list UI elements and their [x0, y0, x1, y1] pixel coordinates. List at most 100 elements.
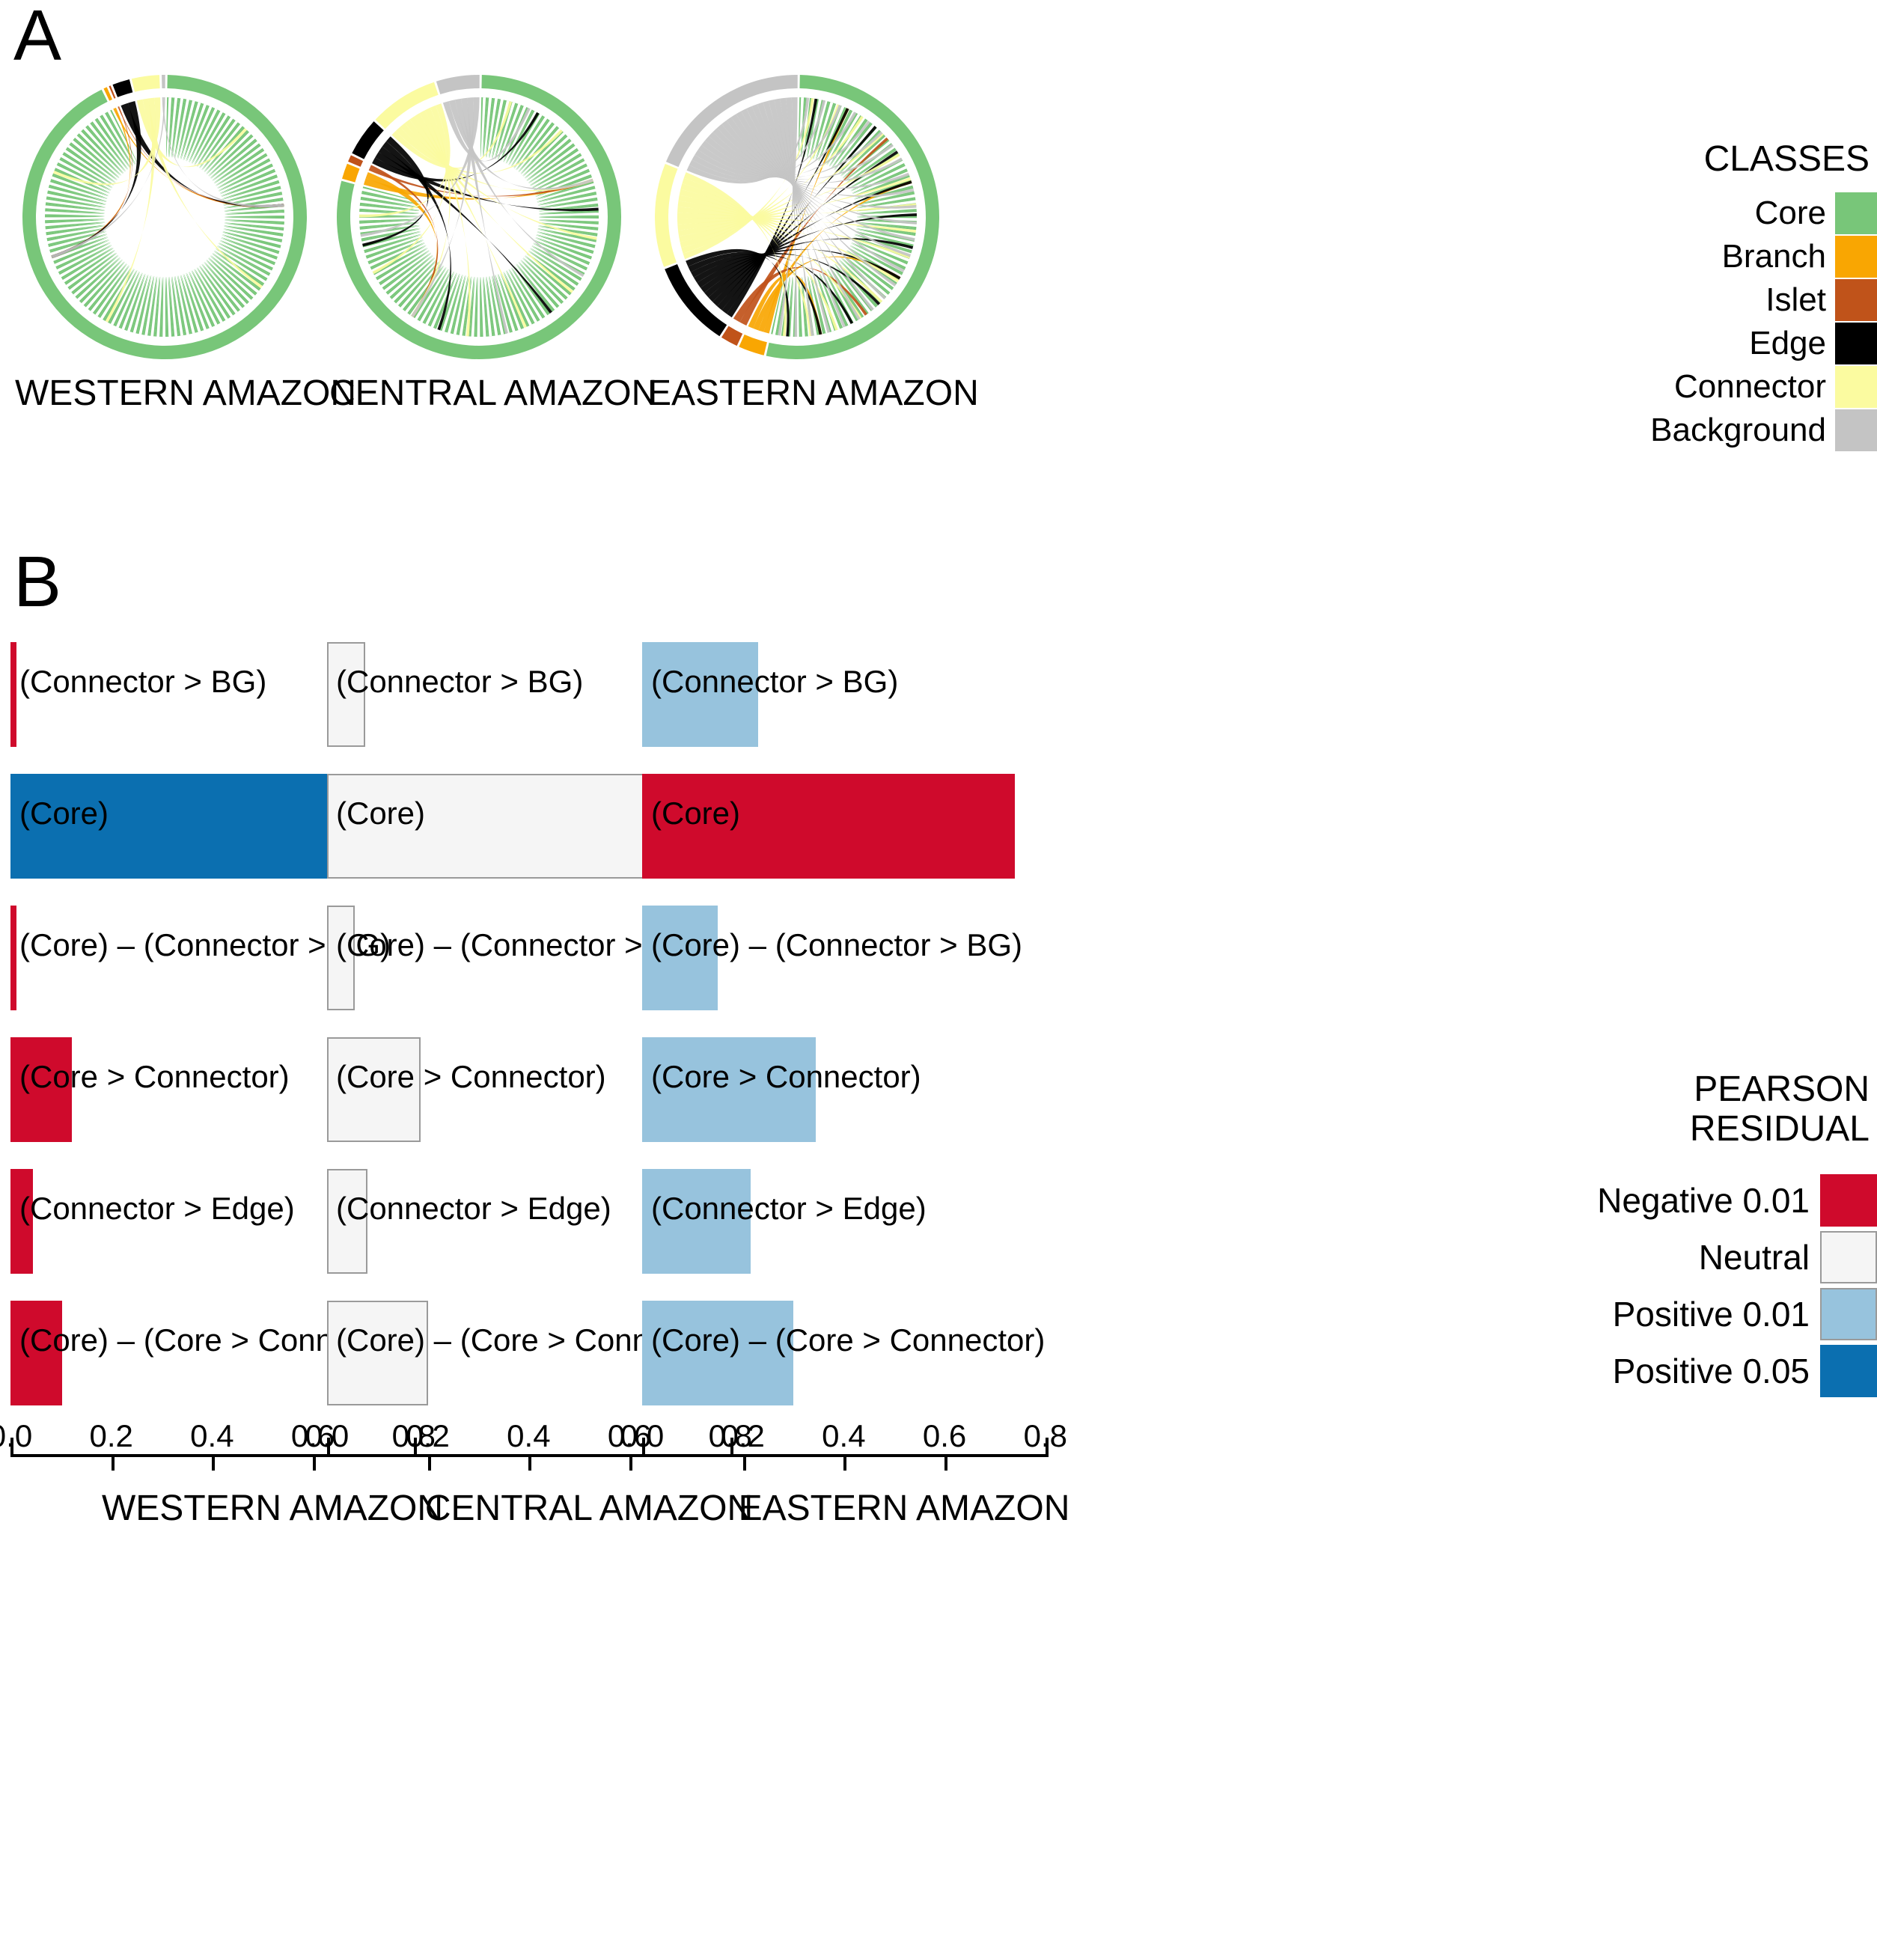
- chord-ribbon: [143, 275, 157, 336]
- class-legend-swatch-islet: [1835, 279, 1877, 321]
- chord-ribbon: [57, 158, 112, 190]
- bar-label: (Connector > BG): [336, 664, 584, 699]
- chord-sector-arc: [103, 87, 113, 101]
- chord-ribbon: [46, 192, 106, 207]
- bar-rect: [10, 1301, 62, 1405]
- chord-ribbon: [45, 210, 106, 216]
- chord-ribbon: [489, 275, 506, 335]
- chord-ribbon: [165, 97, 174, 158]
- chord-ribbon: [856, 223, 917, 235]
- chord-ribbon: [495, 274, 517, 333]
- chord-ribbon: [537, 187, 596, 205]
- chord-ribbon: [189, 107, 219, 164]
- chord-ribbon: [856, 198, 917, 211]
- chord-ribbon: [360, 192, 421, 207]
- chord-ribbon: [492, 275, 511, 335]
- chord-ribbon: [219, 170, 278, 197]
- chord-ribbon: [51, 106, 132, 259]
- x-axis-western: 0.00.20.40.60.8: [0, 1418, 534, 1478]
- pearson-legend-label-neutral: Neutral: [1698, 1237, 1810, 1277]
- chord-sector-arc: [665, 264, 727, 337]
- chord-ribbon: [677, 177, 912, 231]
- bar-row: (Connector > Edge): [327, 1155, 851, 1287]
- bar-label: (Core) – (Connector > BG): [651, 927, 1023, 962]
- chord-ribbon: [536, 232, 596, 253]
- class-legend-swatch-edge: [1835, 323, 1877, 364]
- chord-ribbon: [363, 178, 593, 200]
- axis-tick: [742, 1454, 746, 1471]
- chord-ribbon: [219, 240, 275, 269]
- chord-ribbon: [137, 275, 154, 335]
- chord-ribbon: [360, 225, 421, 240]
- chord-ribbon: [217, 159, 273, 191]
- chord-ribbon: [486, 275, 500, 336]
- bar-row: (Core) – (Connector > BG): [642, 892, 1166, 1024]
- chord-ribbon: [361, 186, 421, 205]
- chord-ribbon: [175, 275, 191, 335]
- axis-end-cap: [642, 1438, 645, 1457]
- chord-ribbon: [849, 159, 905, 191]
- chord-ribbon: [364, 234, 423, 257]
- bar-rect: [642, 774, 1016, 879]
- axis-tick-label: 0.2: [406, 1418, 450, 1453]
- chord-ribbon: [799, 276, 807, 337]
- bar-label: (Connector > BG): [19, 664, 267, 699]
- chord-ribbon: [55, 163, 112, 193]
- chord-ribbon: [686, 248, 790, 337]
- chord-ribbon: [536, 181, 595, 202]
- bar-chart-caption-western: WESTERN AMAZON: [101, 1489, 444, 1528]
- bar-label: (Core > Connector): [336, 1059, 606, 1094]
- pearson-legend-swatch-positive-005: [1820, 1344, 1877, 1397]
- chord-ribbon: [180, 101, 203, 160]
- chord-ribbon: [222, 181, 281, 202]
- chord-ribbon: [712, 150, 899, 307]
- chord-ribbon: [78, 130, 123, 176]
- chord-ribbon: [221, 235, 279, 258]
- chord-sector-arc: [348, 155, 364, 167]
- chord-ribbon: [537, 226, 598, 241]
- chord-ribbon: [808, 275, 825, 335]
- chord-sector-arc: [352, 121, 384, 159]
- chord-ribbon: [47, 186, 107, 204]
- axis-tick-label: 0.4: [507, 1418, 551, 1453]
- chord-diagram-central: CENTRAL AMAZON: [329, 67, 657, 413]
- chord-ribbon: [183, 272, 208, 331]
- pearson-legend-label-negative-001: Negative 0.01: [1597, 1180, 1810, 1220]
- chord-ribbon: [429, 271, 457, 329]
- chord-ribbon: [457, 275, 471, 336]
- chord-ribbon: [852, 237, 910, 263]
- chord-ribbon: [414, 113, 527, 329]
- bar-rect: [642, 1301, 794, 1405]
- axis-tick-label: 0.4: [190, 1418, 234, 1453]
- chord-ribbon: [538, 216, 599, 223]
- bar-rect: [10, 1037, 73, 1142]
- bar-row: (Connector > Edge): [642, 1155, 1166, 1287]
- pearson-legend-label-positive-001: Positive 0.01: [1612, 1294, 1810, 1334]
- chord-ribbon: [359, 204, 420, 213]
- bar-label: (Core): [651, 796, 741, 831]
- chord-ribbon: [469, 276, 477, 337]
- chord-ribbon: [222, 187, 282, 205]
- chord-ribbon: [50, 174, 109, 199]
- chord-ribbon: [677, 207, 911, 259]
- chord-title-central: CENTRAL AMAZON: [329, 373, 658, 413]
- chord-ribbon: [851, 240, 908, 269]
- chord-ribbon: [359, 210, 420, 217]
- chord-ribbon: [382, 141, 451, 331]
- axis-tick: [111, 1454, 115, 1471]
- chord-ribbon: [778, 97, 798, 336]
- bar-chart-western: (Connector > BG)(Core)(Core) – (Connecto…: [0, 614, 534, 1528]
- chord-ribbon: [854, 231, 914, 252]
- chord-ribbon: [120, 272, 145, 331]
- chord-ribbon: [448, 100, 593, 190]
- chord-ribbon: [224, 217, 284, 224]
- chord-ribbon: [780, 97, 814, 336]
- class-legend-label-islet: Islet: [1765, 281, 1826, 318]
- chord-ribbon: [768, 99, 846, 328]
- bar-label: (Connector > Edge): [336, 1191, 611, 1226]
- chord-ribbon: [739, 137, 889, 326]
- chord-ribbon: [219, 237, 278, 264]
- chord-ribbon: [763, 108, 849, 334]
- chord-ribbon: [753, 256, 901, 331]
- bar-label: (Connector > BG): [651, 664, 899, 699]
